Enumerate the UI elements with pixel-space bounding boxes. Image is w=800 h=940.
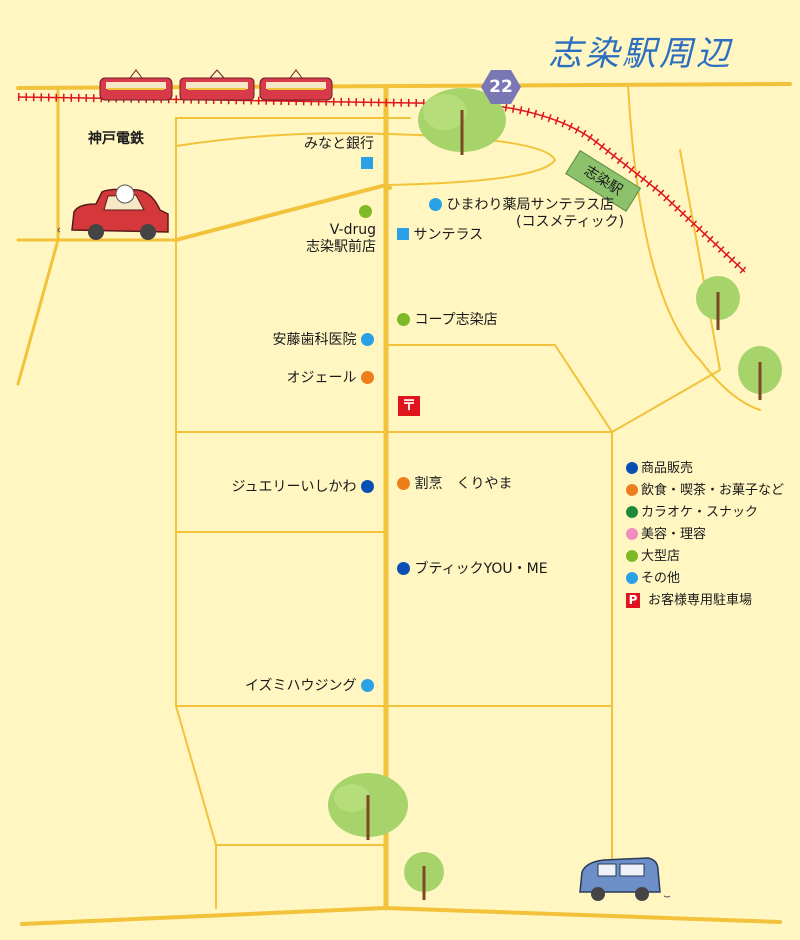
post-office-icon: 〒 <box>398 396 420 416</box>
map-title: 志染駅周辺 <box>548 34 733 74</box>
map-legend: 商品販売 飲食・喫茶・お菓子など カラオケ・スナック 美容・理容 大型店 その他… <box>626 458 784 612</box>
place-izumi-housing-label: イズミハウジング <box>244 678 357 694</box>
place-ando-dental-label: 安藤歯科医院 <box>272 332 357 348</box>
tree-icon <box>418 88 506 155</box>
place-suntelas: サンテラス <box>397 227 483 244</box>
road-west-lower <box>175 705 217 909</box>
place-jewelry-ishikawa-label: ジュエリーいしかわ <box>231 479 357 495</box>
place-minato-bank-label: みなと銀行 <box>304 136 374 152</box>
legend-marker-other <box>626 572 638 584</box>
road-coop-branch <box>385 344 613 433</box>
legend-label: 大型店 <box>641 549 681 564</box>
place-himawari-label-2: (コスメティック) <box>516 214 625 230</box>
legend-item-beauty: 美容・理容 <box>626 524 784 546</box>
place-boutique-youme-label: ブティックYOU・ME <box>414 561 548 577</box>
coop-marker <box>397 313 410 326</box>
route-shield-shape <box>481 70 521 104</box>
legend-marker-large-store <box>626 550 638 562</box>
tree-icon <box>738 346 782 400</box>
road-left-vertical <box>16 88 60 386</box>
place-himawari-label-1: ひまわり薬局サンテラス店 <box>446 197 615 213</box>
road-network <box>16 82 792 926</box>
road-east-curve-2 <box>679 149 721 371</box>
place-coop: コープ志染店 <box>397 312 498 329</box>
place-coop-label: コープ志染店 <box>414 312 498 328</box>
place-boutique-youme: ブティックYOU・ME <box>397 561 548 578</box>
vdrug-marker <box>359 205 372 218</box>
place-kappo-kuriyama: 割烹 くりやま <box>397 476 512 493</box>
legend-label: 商品販売 <box>641 461 694 476</box>
suntelas-marker <box>397 228 409 240</box>
place-vdrug-label-2: 志染駅前店 <box>306 239 376 255</box>
place-jewelry-ishikawa: ジュエリーいしかわ <box>196 479 374 496</box>
legend-marker-shopping <box>626 462 638 474</box>
place-ojeru-label: オジェール <box>286 370 357 386</box>
legend-label: 美容・理容 <box>641 527 707 542</box>
place-izumi-housing: イズミハウジング <box>206 678 374 695</box>
tree-icon <box>328 773 408 840</box>
tree-icon <box>404 852 444 900</box>
place-ando-dental: 安藤歯科医院 <box>216 332 374 349</box>
legend-marker-food <box>626 484 638 496</box>
red-car-icon <box>57 184 169 240</box>
legend-item-other: その他 <box>626 568 784 590</box>
place-himawari: ひまわり薬局サンテラス店 <box>429 197 614 214</box>
legend-marker-beauty <box>626 528 638 540</box>
legend-parking-label: お客様専用駐車場 <box>648 593 753 608</box>
blue-car-icon <box>579 857 671 901</box>
legend-item-food: 飲食・喫茶・お菓子など <box>626 480 784 502</box>
ojeru-marker <box>361 371 374 384</box>
parking-icon: P <box>626 593 640 608</box>
legend-marker-karaoke <box>626 506 638 518</box>
route-number: 22 <box>489 77 513 97</box>
legend-item-parking: P お客様専用駐車場 <box>626 590 784 612</box>
izumi-housing-marker <box>361 679 374 692</box>
road-east-diagonal <box>611 369 721 433</box>
legend-item-karaoke: カラオケ・スナック <box>626 502 784 524</box>
himawari-marker <box>429 198 442 211</box>
trees <box>328 88 782 900</box>
place-kappo-kuriyama-label: 割烹 くりやま <box>414 476 513 492</box>
legend-label: 飲食・喫茶・お菓子など <box>641 483 785 498</box>
place-ojeru: オジェール <box>226 370 374 387</box>
legend-label: カラオケ・スナック <box>641 505 759 520</box>
legend-item-large-store: 大型店 <box>626 546 784 568</box>
place-suntelas-label: サンテラス <box>413 227 484 243</box>
train-icon <box>99 69 333 101</box>
ando-dental-marker <box>361 333 374 346</box>
jewelry-ishikawa-marker <box>361 480 374 493</box>
kappo-kuriyama-marker <box>397 477 410 490</box>
boutique-youme-marker <box>397 562 410 575</box>
railway-name: 神戸電鉄 <box>88 131 144 147</box>
place-vdrug-label-1: V-drug <box>329 222 376 238</box>
legend-label: その他 <box>641 571 681 586</box>
tree-icon <box>696 276 740 330</box>
route-shield-icon: 22 <box>481 70 521 104</box>
road-bottom <box>20 906 782 926</box>
minato-bank-marker <box>361 157 373 169</box>
legend-item-shopping: 商品販売 <box>626 458 784 480</box>
